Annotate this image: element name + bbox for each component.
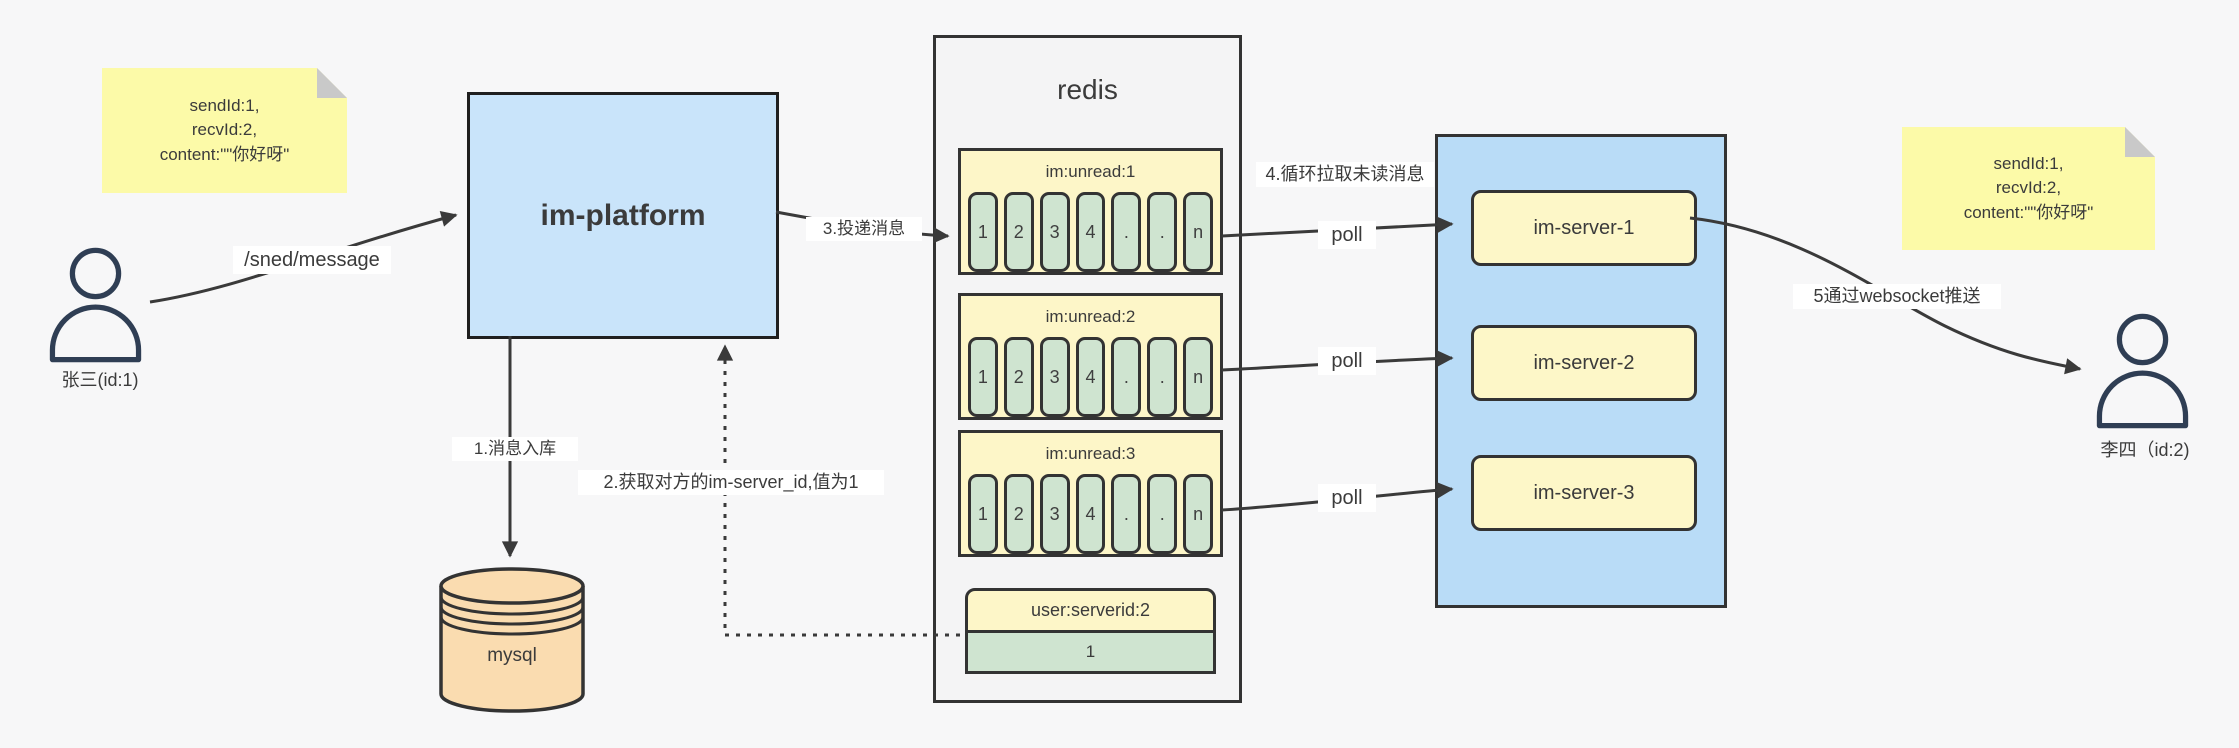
queue-cell: 3 — [1039, 474, 1070, 554]
edge-label-step4: 4.循环拉取未读消息 — [1256, 162, 1434, 188]
queue-cell: 2 — [1003, 337, 1034, 417]
note-fold-icon — [2125, 127, 2155, 157]
queue-cell: . — [1111, 192, 1142, 272]
user-serverid-block: user:serverid:2 1 — [965, 588, 1216, 674]
poll-label-3: poll — [1318, 484, 1376, 512]
queue-cell: . — [1111, 474, 1142, 554]
queue-cell: 2 — [1003, 192, 1034, 272]
note-fold-icon — [317, 68, 347, 98]
im-servers-container: im-server-1 im-server-2 im-server-3 — [1435, 134, 1727, 608]
queue-cell: n — [1183, 474, 1214, 554]
poll-label-2: poll — [1318, 347, 1376, 375]
person-icon-receiver — [2096, 313, 2189, 429]
im-server-2-box: im-server-2 — [1471, 325, 1697, 401]
queue-cell: . — [1111, 337, 1142, 417]
person-icon-sender — [49, 247, 142, 363]
queue-header-3: im:unread:3 — [1045, 444, 1136, 463]
user-serverid-value: 1 — [965, 630, 1216, 674]
mysql-cylinder-icon — [439, 567, 585, 713]
person-label-receiver: 李四（id:2) — [2100, 440, 2190, 460]
queue-cell: . — [1147, 337, 1178, 417]
user-serverid-header: user:serverid:2 — [965, 588, 1216, 633]
queue-cell: n — [1183, 192, 1214, 272]
edge-label-step2: 2.获取对方的im-server_id,值为1 — [578, 470, 884, 496]
queue-cell: 1 — [968, 474, 998, 554]
queue-cell: . — [1147, 192, 1178, 272]
im-platform-box: im-platform — [467, 92, 779, 339]
im-server-1-box: im-server-1 — [1471, 190, 1697, 266]
queue-cell: 4 — [1075, 337, 1106, 417]
mysql-label: mysql — [487, 645, 537, 666]
edge-label-step3: 3.投递消息 — [806, 217, 922, 242]
queue-cell: 1 — [968, 337, 998, 417]
im-platform-label: im-platform — [540, 198, 706, 232]
queue-cell: n — [1183, 337, 1214, 417]
queue-cell: 3 — [1039, 337, 1070, 417]
im-server-3-box: im-server-3 — [1471, 455, 1697, 531]
queue-cell: 4 — [1075, 474, 1106, 554]
edge-label-step5: 5通过websocket推送 — [1793, 284, 2001, 310]
person-label-sender: 张三(id:1) — [61, 370, 139, 390]
sticky-note-sender: sendId:1, recvId:2, content:""你好呀" — [102, 68, 347, 193]
sticky-note-receiver-text: sendId:1, recvId:2, content:""你好呀" — [1963, 153, 2094, 222]
edge-label-step1: 1.消息入库 — [452, 437, 578, 462]
queue-cell: . — [1147, 474, 1178, 554]
queue-header-2: im:unread:2 — [1045, 307, 1136, 326]
queue-header-1: im:unread:1 — [1045, 162, 1136, 181]
sticky-note-receiver: sendId:1, recvId:2, content:""你好呀" — [1902, 127, 2155, 250]
poll-label-1: poll — [1318, 221, 1376, 249]
sticky-note-sender-text: sendId:1, recvId:2, content:""你好呀" — [159, 95, 290, 164]
redis-title: redis — [1057, 74, 1118, 105]
queue-cell: 2 — [1003, 474, 1034, 554]
queue-cell: 3 — [1039, 192, 1070, 272]
edge-label-send: /sned/message — [233, 246, 391, 274]
queue-cell: 1 — [968, 192, 998, 272]
queue-cell: 4 — [1075, 192, 1106, 272]
